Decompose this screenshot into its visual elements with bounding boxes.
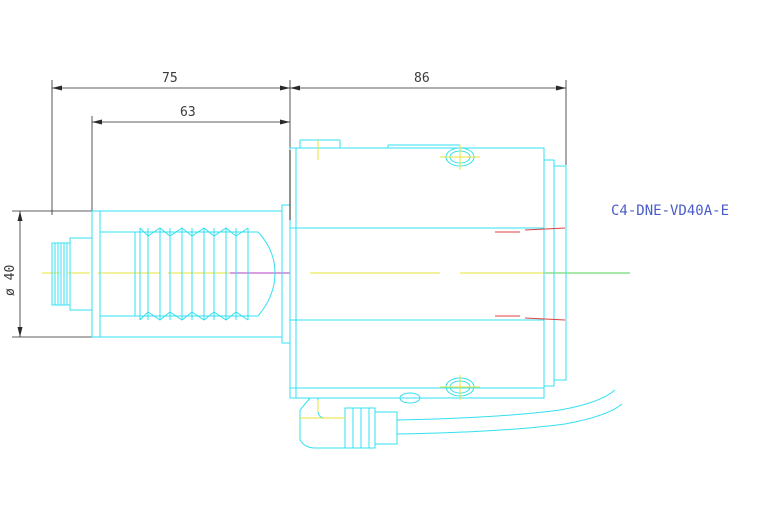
cable-connector: [299, 392, 421, 449]
dimension-75: 75: [51, 71, 291, 215]
cable: [396, 389, 623, 435]
spindle-body: [91, 204, 291, 344]
dimension-diameter-40: ø 40: [3, 210, 100, 338]
dimension-63: 63: [91, 105, 290, 212]
housing: [289, 139, 567, 400]
dimension-86: 86: [290, 71, 567, 165]
dimension-86-label: 86: [414, 71, 430, 86]
bellows-folds: [139, 227, 249, 321]
dimension-63-label: 63: [180, 105, 196, 120]
dimension-75-label: 75: [162, 71, 178, 86]
knurled-nut: [51, 237, 93, 311]
dimension-diameter-label: ø 40: [3, 265, 18, 296]
part-number-label: C4-DNE-VD40A-E: [611, 203, 729, 219]
